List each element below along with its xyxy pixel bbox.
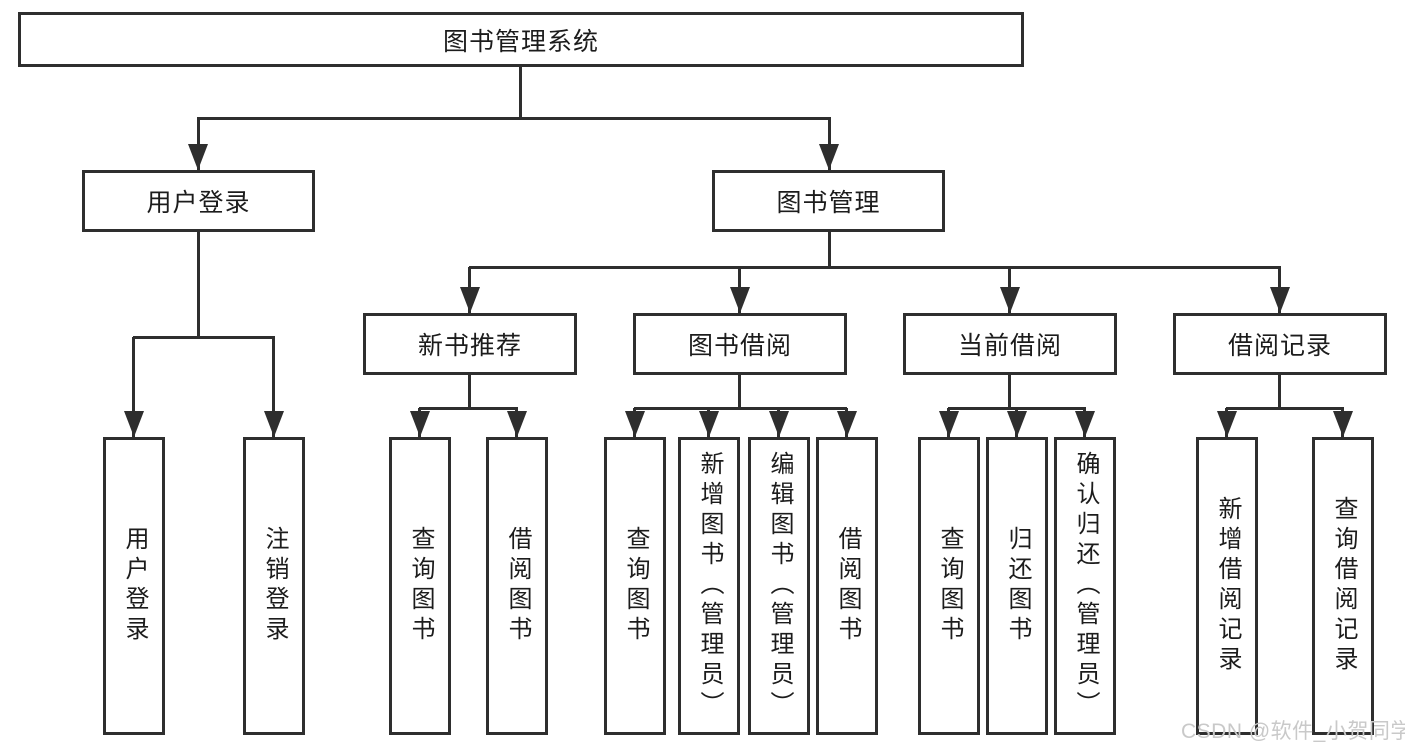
connector-line-v bbox=[1008, 375, 1011, 408]
arrowhead-down-icon bbox=[1333, 411, 1353, 437]
leaf-borrow-books-recommend: 借阅图书 bbox=[486, 437, 548, 735]
leaf-label: 确认归还（管理员） bbox=[1072, 451, 1099, 721]
leaf-logout: 注销登录 bbox=[243, 437, 305, 735]
leaf-label: 查询借阅记录 bbox=[1330, 496, 1357, 676]
arrowhead-down-icon bbox=[1217, 411, 1237, 437]
node-label: 当前借阅 bbox=[957, 332, 1062, 360]
connector-line-h bbox=[469, 266, 1281, 269]
arrowhead-down-icon bbox=[1000, 287, 1020, 313]
node-label: 借阅记录 bbox=[1227, 332, 1332, 360]
connector-line-h bbox=[1226, 407, 1344, 410]
arrowhead-down-icon bbox=[264, 411, 284, 437]
connector-line-v bbox=[828, 232, 831, 268]
leaf-label: 查询图书 bbox=[407, 526, 434, 646]
node-label: 新书推荐 bbox=[417, 332, 522, 360]
leaf-label: 查询图书 bbox=[622, 526, 649, 646]
connector-line-h bbox=[133, 336, 275, 339]
leaf-label: 注销登录 bbox=[261, 526, 288, 646]
connector-line-v bbox=[132, 337, 135, 437]
leaf-label: 新增图书（管理员） bbox=[696, 451, 723, 721]
arrowhead-down-icon bbox=[1007, 411, 1027, 437]
leaf-add-borrow-record: 新增借阅记录 bbox=[1196, 437, 1258, 735]
node-book-management: 图书管理 bbox=[712, 170, 945, 232]
arrowhead-down-icon bbox=[410, 411, 430, 437]
leaf-label: 借阅图书 bbox=[834, 526, 861, 646]
node-current-borrow: 当前借阅 bbox=[903, 313, 1117, 375]
arrowhead-down-icon bbox=[1075, 411, 1095, 437]
arrowhead-down-icon bbox=[124, 411, 144, 437]
node-label: 图书借阅 bbox=[687, 332, 792, 360]
arrowhead-down-icon bbox=[507, 411, 527, 437]
node-library-management-system: 图书管理系统 bbox=[18, 12, 1024, 67]
leaf-query-borrow-record: 查询借阅记录 bbox=[1312, 437, 1374, 735]
arrowhead-down-icon bbox=[188, 144, 208, 170]
arrowhead-down-icon bbox=[460, 287, 480, 313]
leaf-add-book-admin: 新增图书（管理员） bbox=[678, 437, 740, 735]
leaf-confirm-return-admin: 确认归还（管理员） bbox=[1054, 437, 1116, 735]
arrowhead-down-icon bbox=[837, 411, 857, 437]
connector-line-v bbox=[272, 337, 275, 437]
arrowhead-down-icon bbox=[625, 411, 645, 437]
connector-line-v bbox=[468, 375, 471, 408]
leaf-user-login: 用户登录 bbox=[103, 437, 165, 735]
leaf-label: 借阅图书 bbox=[504, 526, 531, 646]
connector-line-v bbox=[738, 375, 741, 408]
connector-line-h bbox=[419, 407, 518, 410]
arrowhead-down-icon bbox=[819, 144, 839, 170]
watermark: CSDN @软件_小贺同学 bbox=[1181, 720, 1405, 743]
arrowhead-down-icon bbox=[730, 287, 750, 313]
leaf-edit-book-admin: 编辑图书（管理员） bbox=[748, 437, 810, 735]
node-new-book-recommend: 新书推荐 bbox=[363, 313, 577, 375]
leaf-label: 用户登录 bbox=[121, 526, 148, 646]
node-borrow-records: 借阅记录 bbox=[1173, 313, 1387, 375]
node-user-login: 用户登录 bbox=[82, 170, 315, 232]
connector-line-v bbox=[1278, 375, 1281, 408]
arrowhead-down-icon bbox=[939, 411, 959, 437]
arrowhead-down-icon bbox=[699, 411, 719, 437]
leaf-label: 编辑图书（管理员） bbox=[766, 451, 793, 721]
connector-line-v bbox=[519, 65, 522, 118]
leaf-query-books-recommend: 查询图书 bbox=[389, 437, 451, 735]
connector-line-h bbox=[634, 407, 847, 410]
arrowhead-down-icon bbox=[769, 411, 789, 437]
leaf-label: 查询图书 bbox=[936, 526, 963, 646]
node-label: 图书管理系统 bbox=[442, 27, 599, 56]
leaf-borrow-books-borrow: 借阅图书 bbox=[816, 437, 878, 735]
connector-line-h bbox=[197, 117, 831, 120]
node-label: 用户登录 bbox=[146, 189, 251, 217]
leaf-label: 新增借阅记录 bbox=[1214, 496, 1241, 676]
leaf-query-books-borrow: 查询图书 bbox=[604, 437, 666, 735]
node-label: 图书管理 bbox=[776, 189, 881, 217]
leaf-return-books: 归还图书 bbox=[986, 437, 1048, 735]
leaf-query-books-current: 查询图书 bbox=[918, 437, 980, 735]
node-book-borrow: 图书借阅 bbox=[633, 313, 847, 375]
connector-line-v bbox=[197, 232, 200, 338]
leaf-label: 归还图书 bbox=[1004, 526, 1031, 646]
arrowhead-down-icon bbox=[1270, 287, 1290, 313]
